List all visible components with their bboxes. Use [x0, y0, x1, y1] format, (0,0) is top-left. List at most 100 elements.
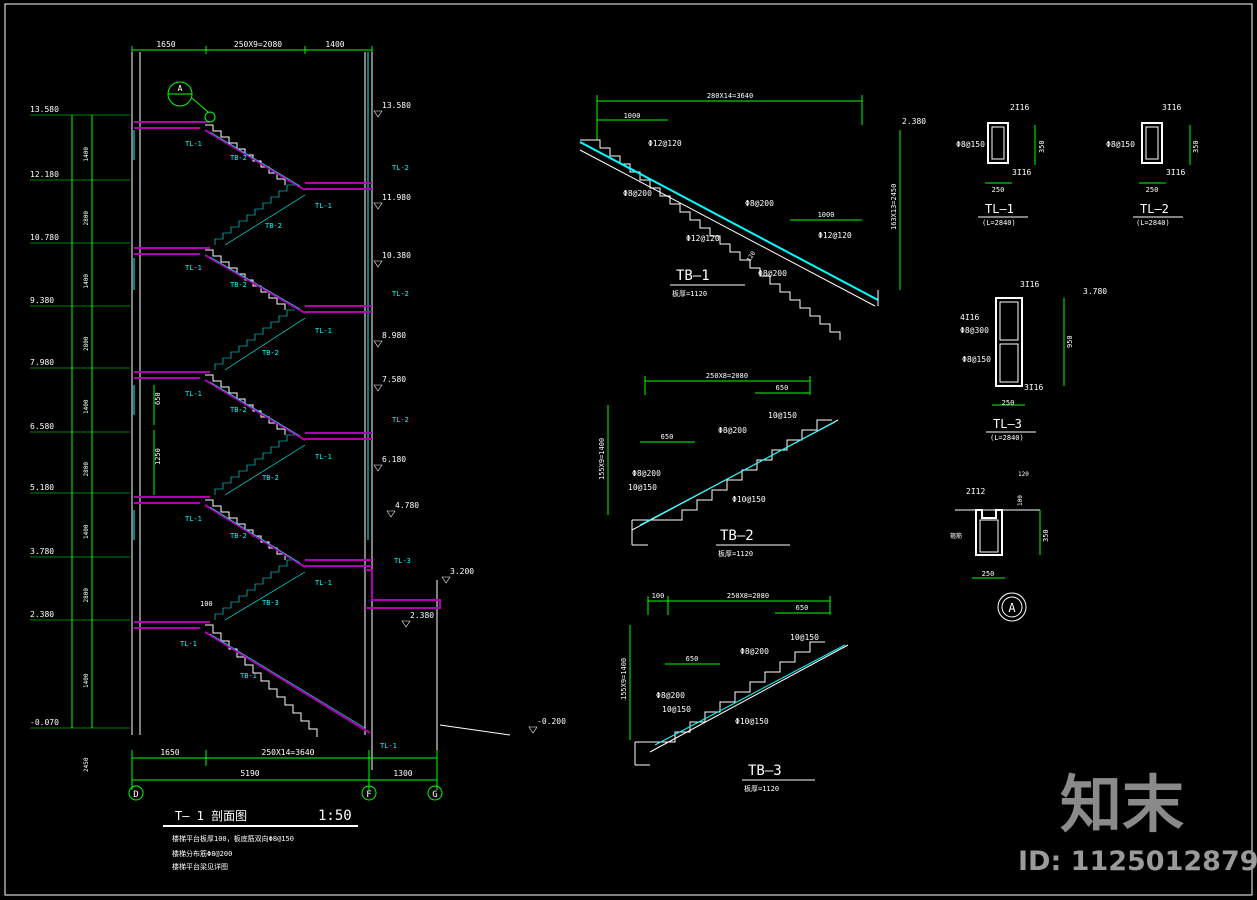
tb1-title: TB—1: [676, 268, 710, 284]
top-dim-3: 1400: [325, 40, 344, 49]
left-levels: 13.580140012.180280010.78014009.38028007…: [30, 105, 130, 772]
tl3-length: (L=2840): [990, 434, 1024, 442]
tb3-detail: 100 250X8=2080 650 650 155X9=1400 10@150…: [620, 592, 849, 793]
right-level-label: 2.380: [410, 611, 434, 620]
tb3-title: TB—3: [748, 763, 782, 779]
tl-label: TL-1: [185, 140, 202, 148]
level-marker: [373, 464, 383, 472]
right-levels: 13.58011.98010.3808.9807.5806.1804.7803.…: [373, 101, 566, 734]
tl3-detail: 3I16 4I16 Φ8@300 Φ8@150 3I16 250 950 3.7…: [960, 280, 1107, 442]
tb-label: TB-2: [230, 281, 247, 289]
tb3-dim: 100: [652, 592, 665, 600]
right-level-label: 11.980: [382, 193, 411, 202]
detail-marker: A: [178, 84, 183, 93]
tb3-dim: 250X8=2080: [727, 592, 769, 600]
small-dim: 1250: [154, 448, 162, 465]
tl-label: TL-1: [185, 264, 202, 272]
tl3-side: 4I16: [960, 313, 979, 322]
level-marker: [441, 576, 451, 584]
tl-label: TL-1: [315, 579, 332, 587]
tb-label: TB-1: [240, 672, 257, 680]
detail-a-marker: A: [1008, 601, 1016, 615]
detail-a-d120: 120: [1018, 471, 1029, 478]
tl-label: TL-1: [315, 202, 332, 210]
tl2-top: 3I16: [1162, 103, 1181, 112]
section-title: T— 1 剖面图: [175, 809, 247, 823]
tl3-width: 250: [1002, 399, 1015, 407]
tl2-height: 350: [1192, 140, 1200, 153]
bottom-dim-2: 250X14=3640: [262, 748, 315, 757]
tb1-dim: 1000: [818, 211, 835, 219]
tb-label: TB-2: [262, 349, 279, 357]
right-level-label: 4.780: [395, 501, 419, 510]
right-level-label: 13.580: [382, 101, 411, 110]
tl2-length: (L=2840): [1136, 219, 1170, 227]
tl1-height: 350: [1038, 140, 1046, 153]
detail-a-top: 2I12: [966, 487, 985, 496]
tl-label: TL-2: [392, 164, 409, 172]
small-dim: 650: [154, 392, 162, 405]
tl1-bottom: 3I16: [1012, 168, 1031, 177]
tb3-subtitle: 板厚=1120: [744, 784, 779, 793]
tb2-rebar: Φ10@150: [732, 495, 766, 504]
tb-label: TB-2: [230, 406, 247, 414]
flight-rebar: [209, 131, 366, 729]
tb3-dim: 650: [796, 604, 809, 612]
detail-a-stirrup: 箍筋: [950, 532, 962, 540]
flight-slabs: [204, 129, 371, 734]
tb2-dim: 650: [661, 433, 674, 441]
tl1-top: 2I16: [1010, 103, 1029, 112]
bottom-dim-1: 1650: [160, 748, 179, 757]
tl-label: TL-1: [185, 515, 202, 523]
right-level-label: 6.180: [382, 455, 406, 464]
tl1-detail: 2I16 Φ8@150 3I16 250 350 TL—1 (L=2840): [956, 103, 1046, 227]
tb1-rebar: Φ12@120: [648, 139, 682, 148]
axis-g: G: [432, 790, 437, 800]
ground-line: [439, 724, 511, 736]
tb3-rebar: Φ10@150: [735, 717, 769, 726]
left-dim-label: 2450: [83, 757, 90, 772]
left-level-label: 13.580: [30, 105, 59, 114]
tl2-bottom: 3I16: [1166, 168, 1185, 177]
tl2-detail: 3I16 Φ8@150 3I16 250 350 TL—2 (L=2840): [1106, 103, 1200, 227]
tb-label: TB-2: [230, 154, 247, 162]
level-marker: [373, 110, 383, 118]
wall-lines: [131, 52, 438, 770]
level-marker: [401, 620, 411, 628]
tl-label: TL-1: [315, 453, 332, 461]
left-level-label: 3.780: [30, 547, 54, 556]
image-id: ID: 1125012879: [1018, 846, 1257, 877]
left-dim-label: 1400: [83, 673, 90, 688]
left-level-label: 10.780: [30, 233, 59, 242]
left-level-label: 12.180: [30, 170, 59, 179]
tb3-vdim: 155X9=1400: [620, 658, 628, 700]
tb2-rebar: 10@150: [768, 411, 797, 420]
tb2-subtitle: 板厚=1120: [718, 549, 753, 558]
internal-dims: 650 1250 100: [153, 385, 213, 608]
left-level-label: 9.380: [30, 296, 54, 305]
tb1-top-dim: 280X14=3640: [707, 92, 753, 100]
tb2-rebar: Φ8@200: [718, 426, 747, 435]
left-dim-label: 1400: [83, 274, 90, 289]
level-marker: [373, 202, 383, 210]
tb1-rebar: Φ8@200: [623, 189, 652, 198]
tl2-stirrup: Φ8@150: [1106, 140, 1135, 149]
axis-d: D: [133, 790, 138, 800]
tb1-rebar: Φ12@120: [818, 231, 852, 240]
left-elevation-dims: [71, 115, 93, 728]
tb3-dim: 650: [686, 655, 699, 663]
tl-label: TL-2: [392, 416, 409, 424]
tl1-stirrup: Φ8@150: [956, 140, 985, 149]
tl3-level: 3.780: [1083, 287, 1107, 296]
tb-label: TB-2: [230, 532, 247, 540]
tb2-top-dim: 250X8=2080: [706, 372, 748, 380]
note-1: 楼梯平台板厚100，板底筋双向Φ8@150: [172, 834, 294, 843]
level-marker: [386, 510, 396, 518]
tb1-detail: 280X14=3640 1000 1000 163X13=2450 2.380 …: [579, 92, 926, 340]
left-level-label: 6.580: [30, 422, 54, 431]
note-3: 楼梯平台梁见详图: [172, 862, 228, 871]
tb1-dim: 1000: [624, 112, 641, 120]
tb1-level: 2.380: [902, 117, 926, 126]
